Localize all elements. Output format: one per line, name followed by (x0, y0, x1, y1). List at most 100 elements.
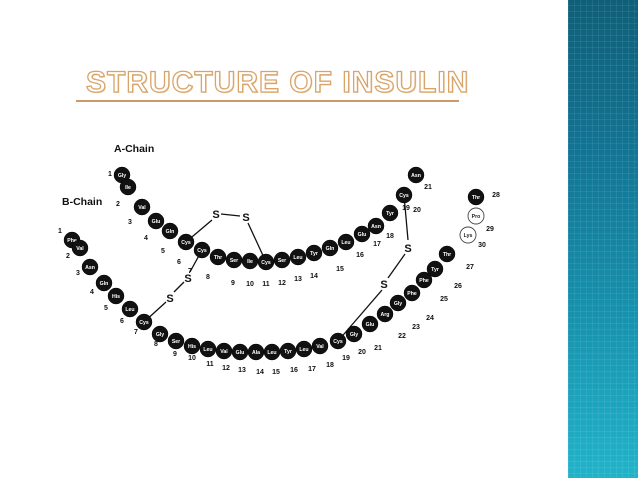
b-chain-residue-number-17: 17 (308, 366, 316, 373)
a-chain-residue-number-5: 5 (161, 248, 165, 255)
b-chain-residue-label-9: Ser (172, 339, 180, 345)
b-chain-residue-25 (415, 271, 433, 289)
b-chain-residue-label-11: Leu (203, 347, 212, 353)
b-chain-residue-label-12: Val (220, 349, 228, 355)
b-chain-residue-26 (426, 260, 444, 278)
b-chain-residue-19 (329, 332, 347, 350)
bond-s-s-a7b7 (173, 281, 185, 293)
b-chain-residue-21 (361, 315, 379, 333)
b-chain-residue-label-4: Gln (100, 281, 109, 287)
b-chain-residue-label-24: Phe (407, 291, 417, 297)
b-chain-residue-label-13: Glu (236, 350, 245, 356)
a-chain-residue-number-3: 3 (128, 219, 132, 226)
a-chain-residue-number-1: 1 (108, 171, 112, 178)
s-atom-a6: S (212, 209, 219, 221)
a-chain-residue-number-9: 9 (231, 280, 235, 287)
slide-title: STRUCTURE OF INSULIN (85, 65, 470, 99)
a-chain-residue-number-16: 16 (356, 252, 364, 259)
a-chain-residue-4 (147, 212, 165, 230)
b-chain-residue-label-25: Phe (419, 278, 429, 284)
b-chain-residue-23 (389, 294, 407, 312)
a-chain-residue-label-2: Ile (125, 185, 131, 191)
s-atom-a20: S (404, 243, 411, 255)
title-underline (76, 100, 459, 102)
b-chain-residue-label-28: Pro (472, 214, 481, 220)
bond-s-s-a20b19 (387, 253, 406, 279)
b-chain-residue-label-20: Gly (350, 332, 358, 338)
b-chain-residue-22 (376, 305, 394, 323)
a-chain-residue-number-7: 7 (188, 268, 192, 275)
b-chain-residue-18 (311, 337, 329, 355)
a-chain-residue-label-7: Cys (197, 248, 207, 254)
b-chain-residue-10 (183, 337, 201, 355)
b-chain-residue-20 (345, 325, 363, 343)
b-chain-residue-29 (459, 226, 477, 244)
a-chain-residue-label-12: Ser (278, 258, 286, 264)
b-chain-residue-label-7: Cys (139, 320, 149, 326)
b-chain-residue-label-29: Lys (464, 233, 473, 239)
a-chain-residue-13 (289, 248, 307, 266)
b-chain-residue-label-17: Leu (299, 347, 308, 353)
b-chain-residue-label-8: Gly (156, 332, 164, 338)
b-chain-residue-number-9: 9 (173, 351, 177, 358)
b-chain-residue-number-11: 11 (206, 361, 214, 368)
a-chain-residue-label-4: Glu (152, 219, 161, 225)
b-chain-residue-number-19: 19 (342, 355, 350, 362)
a-chain-residue-number-10: 10 (246, 281, 254, 288)
a-chain-residue-18 (367, 217, 385, 235)
b-chain-residue-label-19: Cys (333, 339, 343, 345)
bond-s-s-intra (220, 213, 241, 217)
b-chain-residue-7 (135, 313, 153, 331)
b-chain-residue-24 (403, 284, 421, 302)
a-chain-residue-3 (133, 198, 151, 216)
a-chain-residue-16 (337, 233, 355, 251)
b-chain-residue-4 (95, 274, 113, 292)
b-chain-residue-label-22: Arg (381, 312, 390, 318)
s-atom-a11: S (242, 212, 249, 224)
b-chain-residue-number-21: 21 (374, 345, 382, 352)
b-chain-residue-label-16: Tyr (284, 349, 292, 355)
a-chain-residue-label-9: Ser (230, 258, 238, 264)
a-chain-residue-7 (193, 241, 211, 259)
a-chain-residue-number-13: 13 (294, 276, 302, 283)
b-chain-residue-number-14: 14 (256, 369, 264, 376)
a-chain-residue-number-15: 15 (336, 266, 344, 273)
a-chain-residue-label-8: Thr (214, 255, 222, 261)
a-chain-residue-number-19: 19 (402, 205, 410, 212)
b-chain-residue-5 (107, 287, 125, 305)
b-chain-residue-28 (467, 207, 485, 225)
b-chain-residue-number-1: 1 (58, 228, 62, 235)
b-chain-residue-label-18: Val (316, 344, 324, 350)
b-chain-residue-number-24: 24 (426, 315, 434, 322)
b-chain-residue-number-8: 8 (154, 341, 158, 348)
b-chain-residue-number-12: 12 (222, 365, 230, 372)
a-chain-residue-label-1: Gly (118, 173, 126, 179)
a-chain-residue-label-10: Ile (247, 259, 253, 265)
b-chain-residue-number-25: 25 (440, 296, 448, 303)
b-chain-residue-8 (151, 325, 169, 343)
b-chain-residue-number-29: 29 (486, 226, 494, 233)
a-chain-residue-number-6: 6 (177, 259, 181, 266)
b-chain-residue-2 (71, 239, 89, 257)
a-chain-residue-14 (305, 244, 323, 262)
a-chain-residue-12 (273, 251, 291, 269)
a-chain-residue-19 (381, 204, 399, 222)
b-chain-residue-label-5: His (112, 294, 120, 300)
b-chain-residue-number-22: 22 (398, 333, 406, 340)
b-chain-residue-number-27: 27 (466, 264, 474, 271)
b-chain-residue-number-28: 28 (492, 192, 500, 199)
b-chain-residue-number-23: 23 (412, 324, 420, 331)
a-chain-residue-number-14: 14 (310, 273, 318, 280)
a-chain-residue-label-20: Cys (399, 193, 409, 199)
b-chain-residue-number-15: 15 (272, 369, 280, 376)
b-chain-residue-number-6: 6 (120, 318, 124, 325)
b-chain-residue-number-5: 5 (104, 305, 108, 312)
b-chain-residue-number-30: 30 (478, 242, 486, 249)
a-chain-residue-label-17: Glu (358, 232, 367, 238)
b-chain-label: B-Chain (62, 196, 102, 208)
